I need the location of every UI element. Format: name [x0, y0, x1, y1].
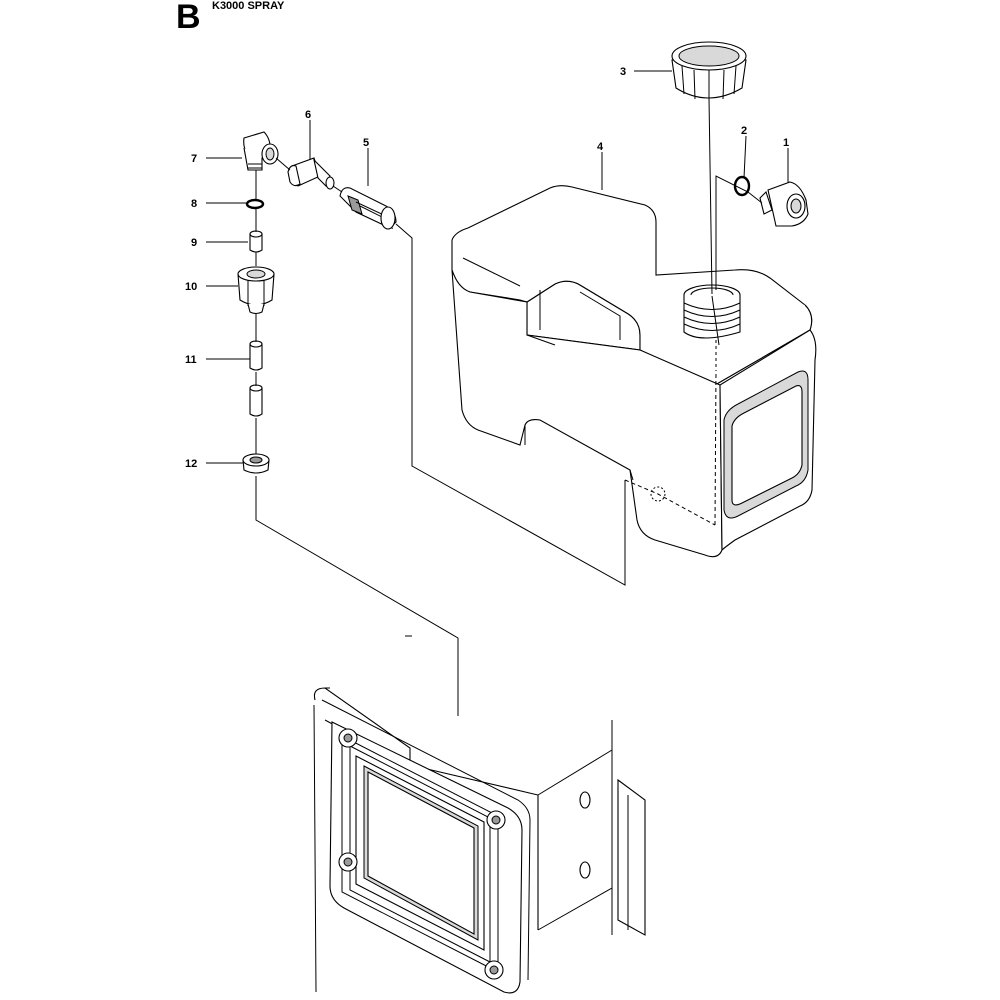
elbow-fitting — [243, 131, 279, 171]
callout-7: 7 — [191, 153, 197, 165]
water-tank — [451, 185, 817, 558]
callout-labels: 1 2 3 4 5 6 7 8 9 10 11 12 — [185, 66, 789, 470]
callout-5: 5 — [363, 137, 369, 149]
tank-cap — [671, 41, 747, 101]
callout-3: 3 — [620, 66, 626, 78]
grommet — [242, 453, 270, 474]
machine-frame — [313, 687, 646, 994]
callout-12: 12 — [185, 458, 197, 470]
callout-leaders — [206, 70, 789, 464]
hose-nipple — [287, 157, 335, 190]
callout-11: 11 — [185, 354, 197, 366]
section-letter: B — [176, 0, 201, 36]
assembly-lines — [255, 97, 763, 716]
callout-9: 9 — [191, 237, 197, 249]
washer — [245, 198, 265, 210]
callout-10: 10 — [185, 281, 197, 293]
outlet-fitting — [759, 181, 809, 227]
model-title: K3000 SPRAY — [212, 0, 285, 12]
hose — [249, 340, 263, 417]
callout-6: 6 — [305, 109, 311, 121]
callout-4: 4 — [597, 141, 604, 153]
union-nut — [237, 266, 275, 315]
callout-8: 8 — [191, 198, 197, 210]
callout-2: 2 — [741, 125, 747, 137]
callout-1: 1 — [783, 137, 789, 149]
filler-neck — [683, 284, 741, 339]
quick-coupling — [339, 187, 397, 230]
insert-tube — [249, 230, 263, 253]
